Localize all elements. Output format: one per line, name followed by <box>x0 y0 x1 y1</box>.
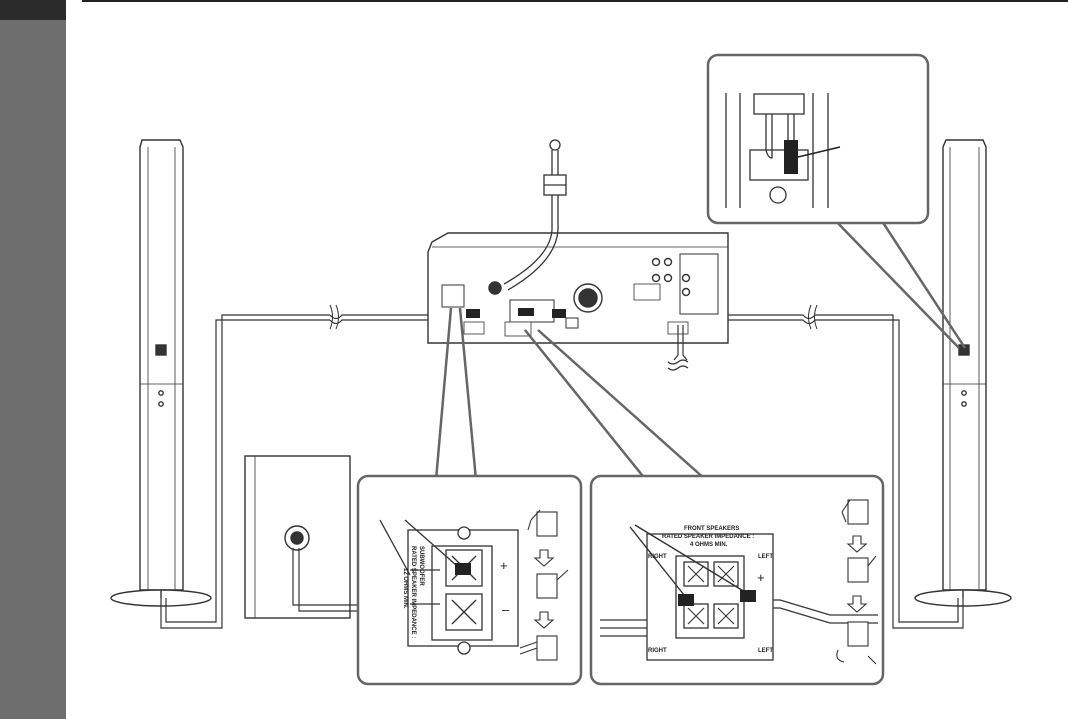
front-title-line2: RATED SPEAKER IMPEDANCE : <box>662 534 754 540</box>
sub-label-line2: RATED SPEAKER IMPEDANCE : <box>410 546 416 638</box>
sub-label-line1: SUBWOOFER <box>418 546 424 586</box>
sub-polarity-plus: + <box>500 558 508 573</box>
speaker-cables <box>329 304 818 330</box>
sub-label-line3: 12 OHMS MIN. <box>402 568 408 609</box>
sidebar-strip <box>0 0 66 719</box>
front-label-right-bottom: RIGHT <box>648 648 667 654</box>
cable-markers <box>466 308 566 318</box>
callout-lines <box>434 307 707 481</box>
sub-step-illustrations <box>519 509 569 661</box>
front-step-illustrations <box>836 499 877 665</box>
front-label-left-top: LEFT <box>758 554 773 560</box>
left-tower-speaker <box>110 139 330 629</box>
main-unit <box>427 232 729 344</box>
right-tower-speaker <box>815 139 1012 629</box>
front-speakers-terminal-panel: FRONT SPEAKERS RATED SPEAKER IMPEDANCE :… <box>589 474 885 686</box>
sidebar-tab <box>0 0 66 20</box>
fm-antenna <box>503 139 567 291</box>
front-title-line1: FRONT SPEAKERS <box>684 526 739 532</box>
front-title-line3: 4 OHMS MIN. <box>690 542 728 548</box>
front-label-left-bottom: LEFT <box>758 648 773 654</box>
header-rule <box>82 0 1068 2</box>
subwoofer-terminal-panel: + – SUBWOOFER RATED SPEAKER IMPEDANCE : … <box>356 474 583 686</box>
ac-power-cord <box>667 325 689 371</box>
sub-polarity-minus: – <box>502 602 510 617</box>
magnifier-inset <box>706 53 967 349</box>
speaker-connection-diagram: + – SUBWOOFER RATED SPEAKER IMPEDANCE : … <box>110 53 1012 686</box>
front-label-right-top: RIGHT <box>648 554 667 560</box>
front-polarity-plus: + <box>757 570 765 585</box>
subwoofer-box <box>244 455 379 619</box>
